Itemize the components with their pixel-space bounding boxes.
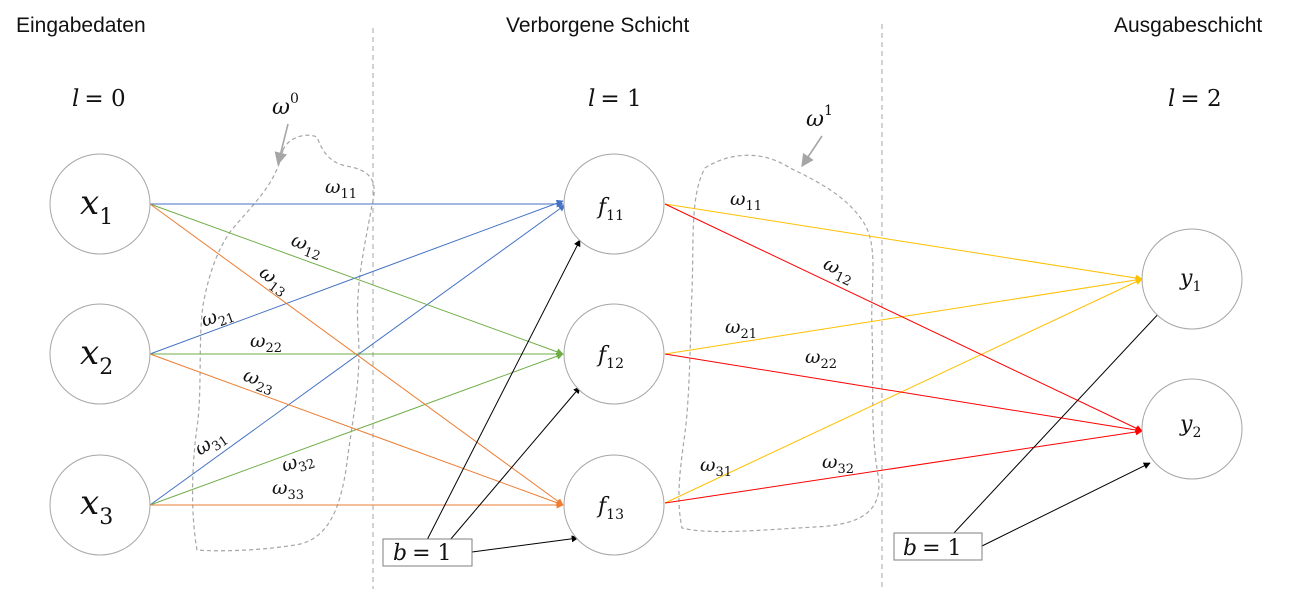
- weight-label-l0-w33: ω33: [272, 477, 304, 503]
- output-node-label-y1: y1: [1179, 266, 1201, 295]
- edge-bias1-y2: [981, 462, 1151, 547]
- bias-label-0: b= 1: [393, 541, 452, 566]
- edge-f12-y2: [664, 353, 1143, 434]
- edge-bias0-f11: [426, 239, 581, 541]
- section-title-hidden: Verborgene Schicht: [506, 14, 690, 37]
- weight-label-l0-w12: ω12: [287, 229, 326, 264]
- layer-label-2: l= 2: [1168, 86, 1222, 112]
- edge-bias0-f12: [449, 386, 581, 541]
- input-node-label-x3: x3: [80, 483, 113, 530]
- weight-label-l1-w22: ω22: [805, 346, 837, 372]
- bias-box-1: [893, 532, 983, 561]
- input-node-x2: [49, 303, 151, 405]
- input-node-label-x2: x2: [80, 333, 113, 380]
- edge-f12-y1: [664, 276, 1143, 355]
- hidden-node-f12: [563, 303, 665, 405]
- weight-label-l1-w12: ω12: [818, 253, 858, 290]
- edge-bias1-y1: [952, 309, 1163, 535]
- weight-label-l1-w31: ω31: [700, 454, 732, 480]
- input-node-label-x1: x1: [80, 183, 113, 230]
- bias-label-1: b= 1: [903, 536, 962, 561]
- weight-group-label-0: ω0: [272, 91, 299, 120]
- edge-x2-f13: [149, 353, 564, 507]
- layer-label-1: l= 1: [588, 86, 642, 112]
- weight-label-l1-w32: ω32: [822, 451, 854, 477]
- edge-bias0-f13: [471, 535, 579, 553]
- weight-group-pointer-0: [274, 123, 289, 166]
- input-node-x1: [49, 153, 151, 255]
- layer-label-0: l= 0: [72, 86, 126, 112]
- weight-label-l0-w22: ω22: [250, 330, 282, 356]
- hidden-node-f13: [563, 454, 665, 556]
- weight-group-outline-1: [678, 154, 880, 533]
- hidden-node-f11: [563, 153, 665, 255]
- weight-group-outline-0: [191, 134, 375, 552]
- input-node-x3: [49, 454, 151, 556]
- section-title-output: Ausgabeschicht: [1114, 14, 1263, 37]
- edge-x1-f13: [149, 203, 564, 506]
- output-node-y2: [1141, 378, 1243, 480]
- section-title-input: Eingabedaten: [16, 14, 146, 37]
- output-node-y1: [1141, 228, 1243, 330]
- edge-x1-f12: [149, 203, 564, 356]
- weight-label-l0-w11: ω11: [325, 176, 357, 202]
- edge-f11-y1: [664, 203, 1143, 282]
- weight-label-l0-w13: ω13: [253, 261, 294, 301]
- weight-label-l0-w21: ω21: [198, 300, 237, 335]
- weight-label-l0-w23: ω23: [239, 364, 278, 399]
- weight-label-l0-w32: ω32: [279, 446, 318, 481]
- edge-f11-y2: [664, 203, 1143, 432]
- output-node-label-y2: y2: [1179, 412, 1201, 441]
- weight-label-l1-w21: ω21: [725, 316, 757, 342]
- edge-f13-y1: [664, 278, 1143, 504]
- edge-x2-f11: [149, 199, 564, 355]
- weight-group-pointer-1: [801, 135, 823, 168]
- bias-box-0: [382, 538, 473, 567]
- edge-f13-y2: [664, 428, 1143, 504]
- weight-label-l1-w11: ω11: [730, 188, 762, 214]
- weight-group-label-1: ω1: [806, 103, 833, 132]
